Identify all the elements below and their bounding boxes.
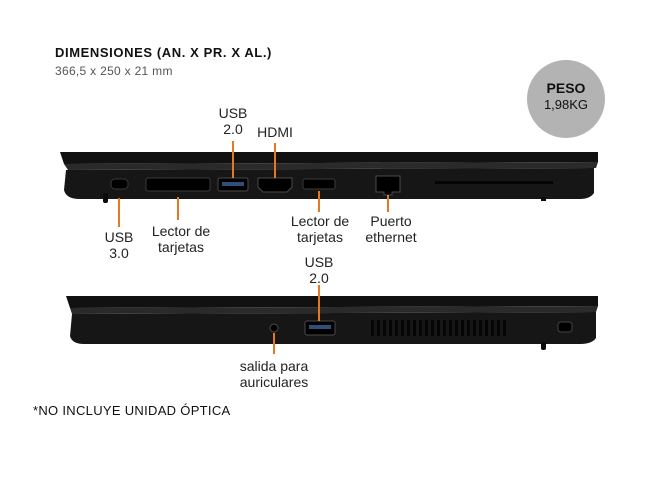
laptop-left-hinge (64, 162, 598, 170)
dimensions-value: 366,5 x 250 x 21 mm (55, 64, 173, 78)
label-ethernet: Puerto ethernet (358, 213, 424, 245)
label-headphone-jack-line1: salida para (239, 358, 309, 374)
usb-a-port-right-tongue (309, 325, 331, 329)
usb-c-port (110, 178, 129, 190)
usb-a-port-tongue (222, 182, 244, 186)
label-usb-a-line1: USB (218, 105, 248, 121)
label-usb-a-line2: 2.0 (223, 121, 243, 137)
weight-value: 1,98KG (543, 97, 589, 112)
label-usb-a: USB 2.0 (212, 105, 254, 137)
label-card-reader-right-line1: Lector de (290, 213, 350, 229)
label-card-reader-left-line2: tarjetas (158, 239, 204, 255)
card-reader-slot-right (302, 178, 336, 190)
weight-label: PESO (546, 80, 586, 96)
label-usb-a-right: USB 2.0 (298, 254, 340, 286)
label-ethernet-line2: ethernet (365, 229, 417, 245)
card-reader-slot-left (145, 177, 211, 192)
label-card-reader-left: Lector de tarjetas (143, 223, 219, 255)
laptop-left-rear-foot (541, 197, 546, 201)
ethernet-port (375, 175, 401, 196)
hdmi-port (257, 177, 293, 193)
side-vent-grille (371, 320, 506, 336)
label-headphone-jack: salida para auriculares (228, 358, 320, 390)
laptop-right-foot (541, 342, 546, 350)
laptop-right-side (66, 285, 598, 354)
label-usb-c-line2: 3.0 (109, 245, 129, 261)
label-card-reader-right: Lector de tarjetas (282, 213, 358, 245)
label-usb-c: USB 3.0 (98, 229, 140, 261)
laptop-right-hinge (70, 306, 598, 314)
label-ethernet-line1: Puerto (370, 213, 412, 229)
laptop-right-lid (66, 296, 598, 308)
dimensions-title: DIMENSIONES (AN. X PR. X AL.) (55, 45, 272, 60)
weight-badge: PESO 1,98KG (527, 60, 605, 138)
label-card-reader-left-line1: Lector de (151, 223, 211, 239)
laptop-left-side (60, 141, 598, 227)
laptop-left-lid (60, 152, 598, 164)
label-headphone-jack-line2: auriculares (239, 374, 309, 390)
footnote-no-optical-drive: *NO INCLUYE UNIDAD ÓPTICA (33, 403, 231, 418)
laptop-left-vent-slot (435, 181, 553, 184)
kensington-lock-slot (557, 321, 573, 333)
laptop-left-foot (103, 193, 108, 203)
headphone-jack-port (269, 323, 279, 333)
label-usb-c-line1: USB (104, 229, 134, 245)
label-card-reader-right-line2: tarjetas (297, 229, 343, 245)
label-hdmi-line1: HDMI (257, 124, 293, 140)
label-usb-a-right-line1: USB (304, 254, 334, 270)
label-usb-a-right-line2: 2.0 (309, 270, 329, 286)
label-hdmi: HDMI (252, 124, 298, 140)
